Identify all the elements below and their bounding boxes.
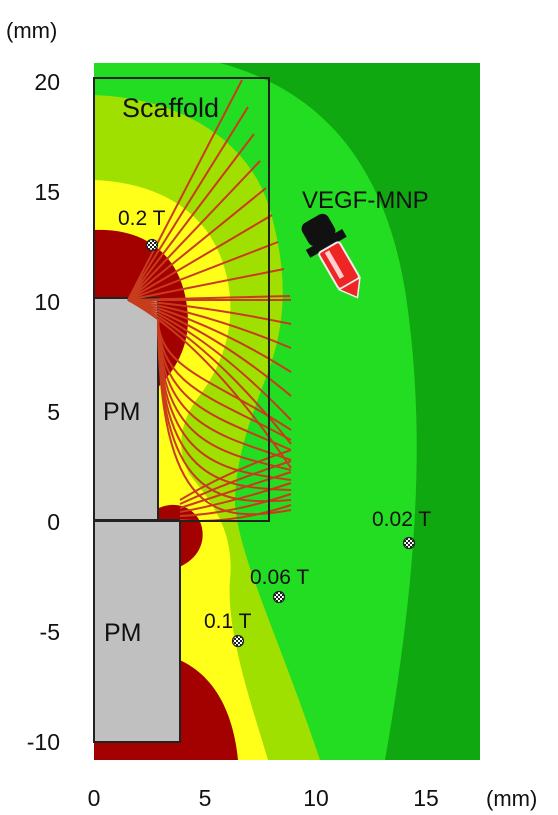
field-line: [127, 299, 292, 373]
field-line: [179, 449, 292, 501]
probe-label-0.2t: 0.2 T: [118, 207, 166, 230]
probe-marker-icon: [272, 590, 286, 604]
probe-label-0.1t: 0.1 T: [204, 610, 252, 633]
y-tick-label: 5: [47, 399, 60, 425]
x-tick-label: 5: [199, 785, 212, 811]
field-line: [127, 299, 292, 397]
field-line: [127, 299, 292, 445]
probe-marker-icon: [402, 536, 416, 550]
magnet-lower-label: PM: [104, 619, 142, 647]
field-line: [179, 460, 292, 505]
field-line: [127, 299, 292, 325]
nanoparticle-label: VEGF-MNP: [302, 187, 429, 214]
field-line: [127, 299, 292, 349]
field-line: [157, 319, 292, 441]
field-lines: [127, 79, 292, 522]
x-tick-label: 0: [88, 785, 101, 811]
field-line: [157, 319, 292, 431]
magnet-lower: [93, 519, 181, 743]
field-line: [127, 214, 273, 301]
field-line: [127, 241, 279, 301]
scaffold-outline: [93, 77, 270, 522]
field-line: [127, 106, 249, 301]
scaffold: Scaffold: [93, 77, 270, 522]
magnet-upper-label: PM: [103, 398, 141, 426]
y-tick-label: -5: [40, 619, 60, 645]
probe-label-0.06t: 0.06 T: [250, 566, 309, 589]
x-tick-label: 10: [303, 785, 329, 811]
magnets: PM PM: [93, 297, 181, 743]
y-tick-label: -10: [27, 729, 60, 755]
probe-marker-icon: [231, 634, 245, 648]
axes: (mm) 20 15 10 5 0 -5 -10 0 5 10 15 (mm): [6, 18, 537, 811]
y-tick-label: 0: [47, 509, 60, 535]
scaffold-label: Scaffold: [122, 93, 219, 123]
magnet-upper: [93, 297, 159, 521]
field-line: [127, 187, 267, 301]
y-axis-unit: (mm): [6, 18, 57, 43]
field-line: [127, 299, 292, 421]
field-probes: 0.2 T 0.1 T 0.06 T 0.02 T: [118, 207, 431, 648]
field-line: [127, 133, 255, 301]
probe-marker-icon: [145, 238, 159, 252]
field-line: [127, 79, 243, 301]
field-line: [179, 482, 292, 513]
field-line: [179, 471, 292, 509]
y-tick-label: 10: [34, 289, 60, 315]
probe-label-0.02t: 0.02 T: [372, 508, 431, 531]
x-tick-label: 15: [413, 785, 439, 811]
x-axis-unit: (mm): [486, 786, 537, 811]
y-tick-label: 15: [34, 179, 60, 205]
field-line: [179, 493, 292, 517]
field-line: [127, 160, 261, 301]
y-tick-label: 20: [34, 69, 60, 95]
field-line: [127, 268, 285, 301]
dropper-icon: [301, 213, 361, 299]
